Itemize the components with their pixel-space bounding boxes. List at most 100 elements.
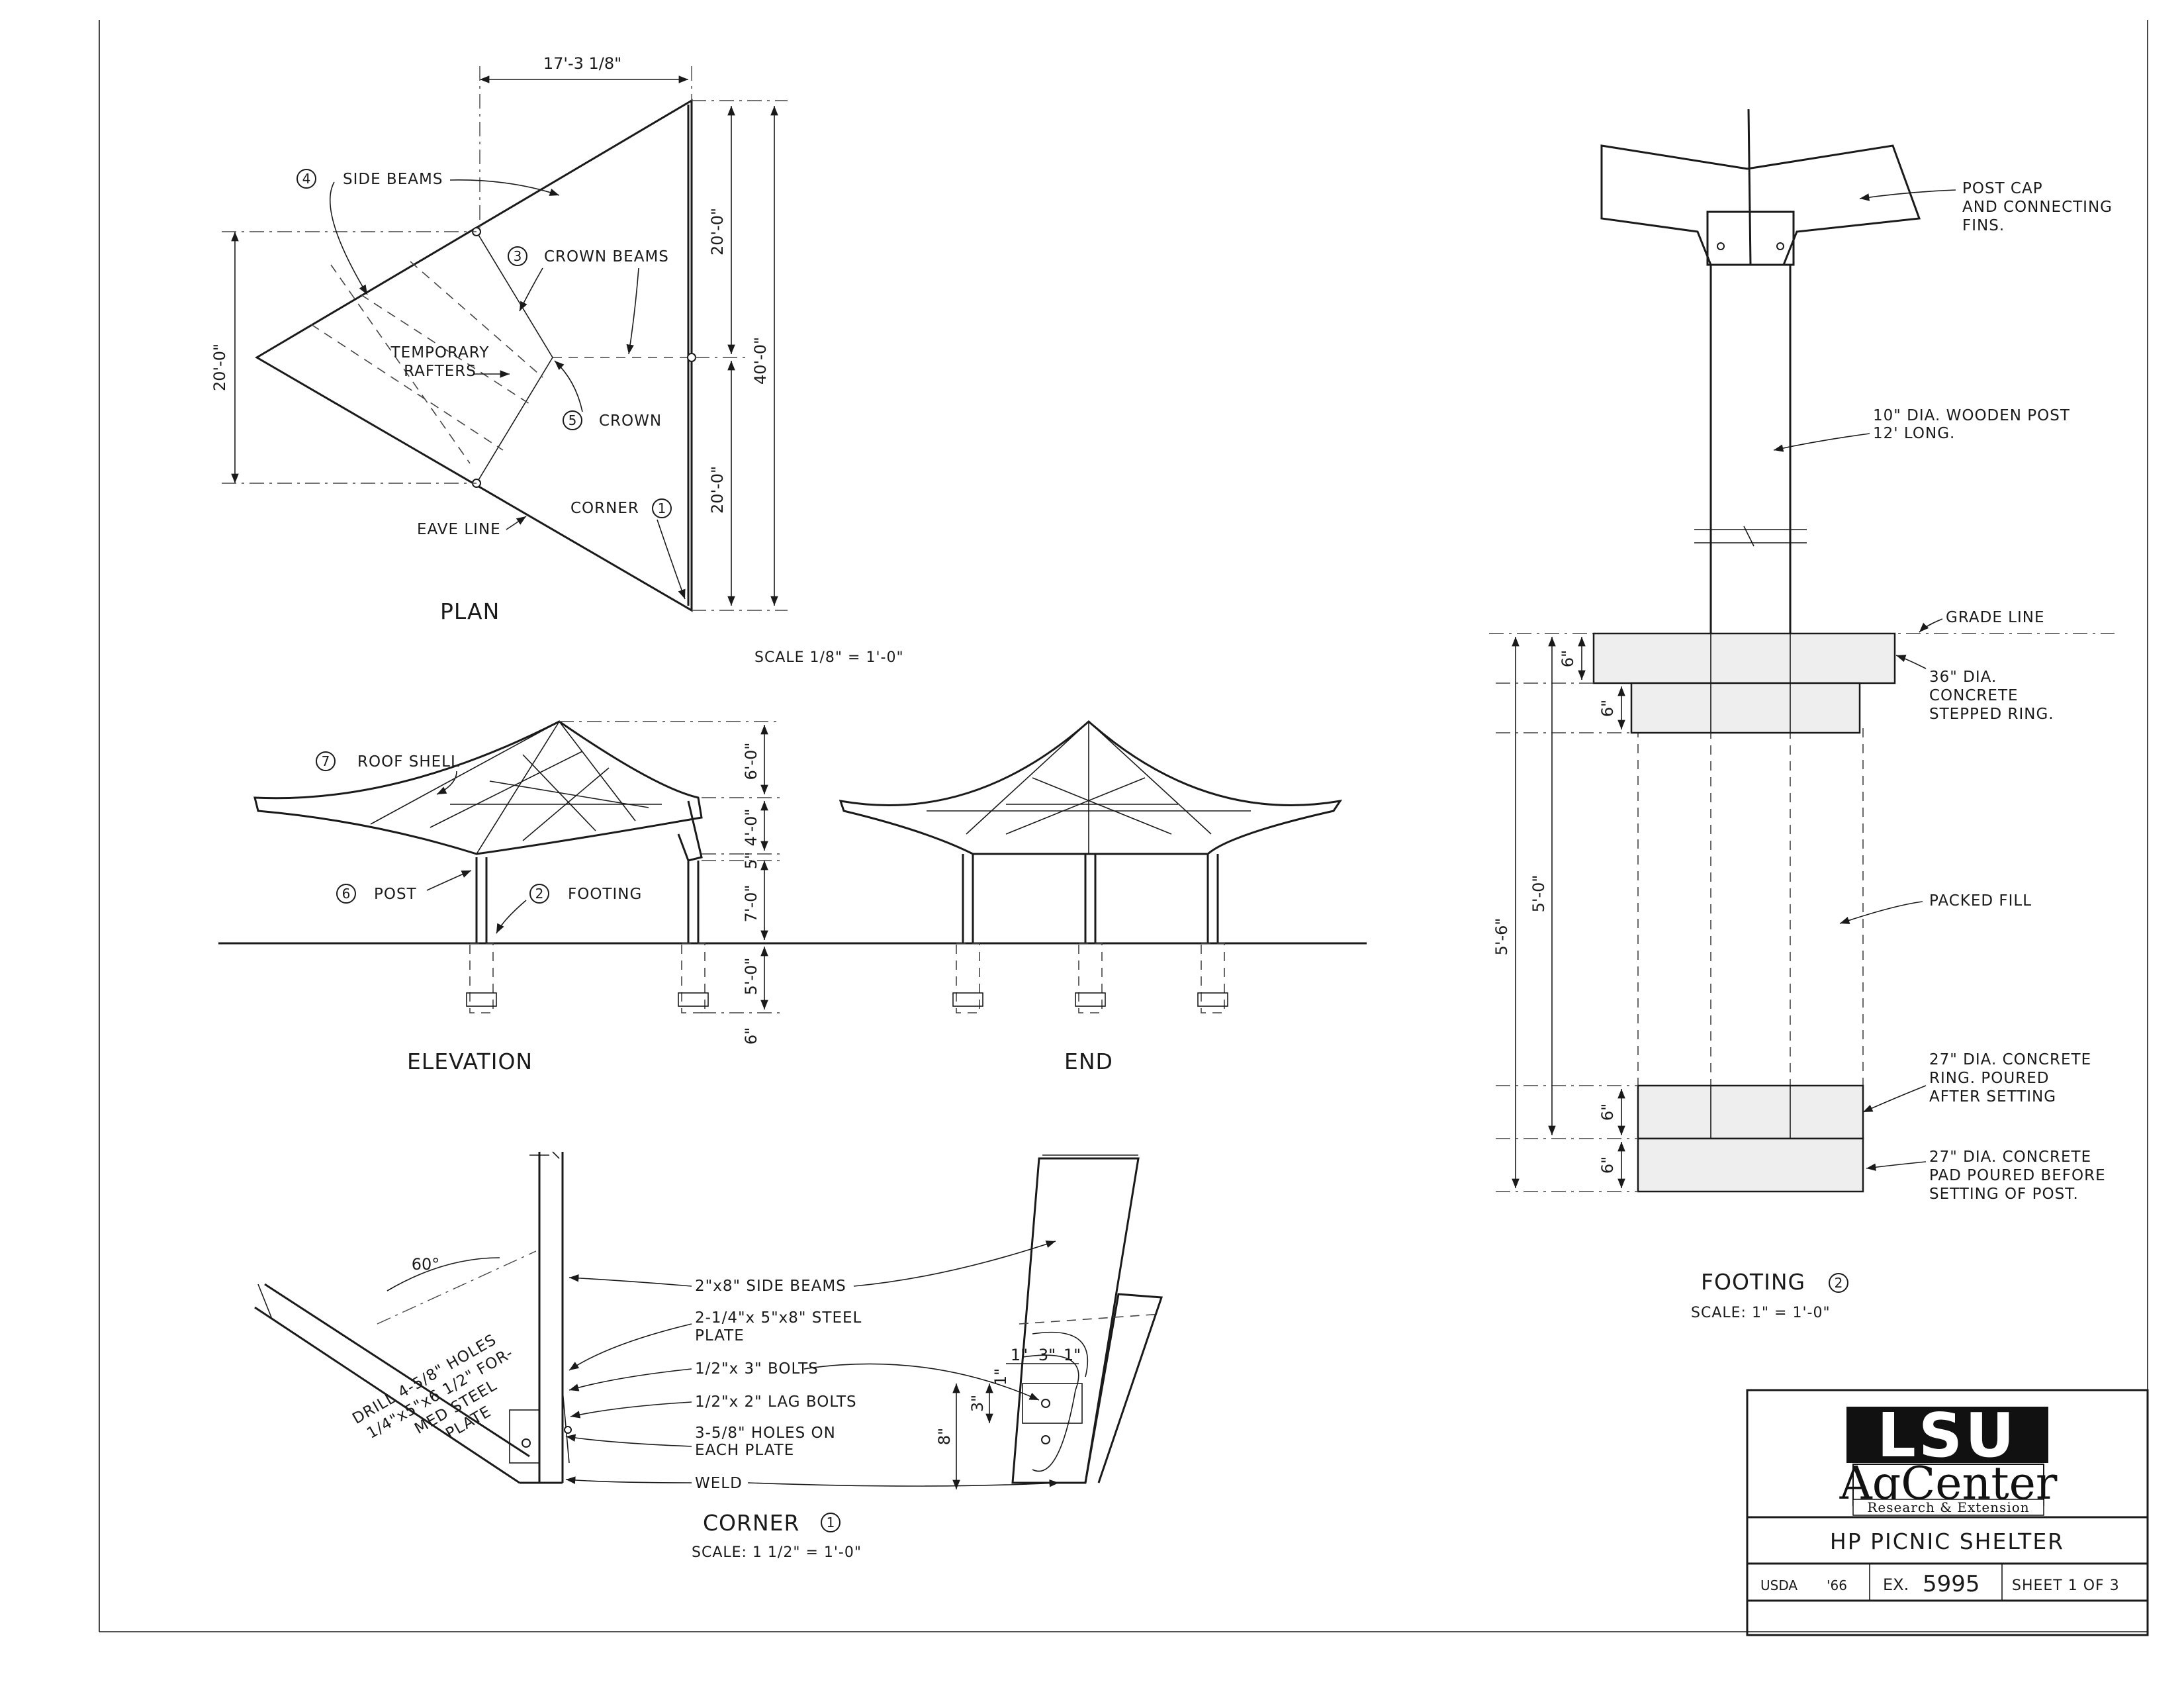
corner-label-weld: WELD [695, 1475, 743, 1492]
footing-stepped-ring-top [1592, 632, 1896, 684]
footing-dim-pad: 6" [1598, 1156, 1617, 1174]
elevation-label-footing: FOOTING [568, 886, 642, 903]
corner-dim-d1: 1" [1011, 1346, 1028, 1364]
project-title: HP PICNIC SHELTER [1830, 1528, 2064, 1554]
plan-callout-crown-beams: 3 [514, 248, 522, 264]
footing-stepped-ring-step [1630, 682, 1861, 734]
footing-label-pad-1: 27" DIA. CONCRETE [1929, 1149, 2091, 1166]
elevation-dim-3: 5" [742, 852, 760, 869]
elevation-callout-footing: 2 [535, 886, 544, 902]
footing-label-fill: PACKED FILL [1929, 892, 2032, 910]
lsu-agcenter-logo: LSU AgCenter Research & Extension [1839, 1400, 2058, 1516]
footing-dim-inner: 5'-0" [1529, 875, 1548, 913]
title-block: LSU AgCenter Research & Extension HP PIC… [1746, 1389, 2149, 1636]
elevation-dim-6: 6" [742, 1027, 760, 1045]
footing-ring-after-setting [1637, 1084, 1864, 1140]
plan-callout-side-beams: 4 [302, 171, 311, 187]
corner-dim-v3: 8" [935, 1428, 954, 1445]
corner-label-side-beams: 2"x8" SIDE BEAMS [695, 1278, 846, 1295]
footing-label-pad-2: PAD POURED BEFORE [1929, 1167, 2106, 1184]
corner-title: CORNER [703, 1510, 799, 1536]
corner-angle: 60° [412, 1255, 440, 1274]
corner-label-holes-2: EACH PLATE [695, 1442, 794, 1459]
footing-dim-ring-low: 6" [1598, 1103, 1617, 1121]
corner-label-bolts: 1/2"x 3" BOLTS [695, 1360, 819, 1378]
footing-label-ring-after-2: RING. POURED [1929, 1070, 2049, 1087]
elevation-title: ELEVATION [407, 1049, 533, 1074]
title-block-ex-number: 5995 [1923, 1571, 1980, 1597]
footing-label-ring-after-1: 27" DIA. CONCRETE [1929, 1051, 2091, 1068]
plan-dim-right-total: 40'-0" [751, 337, 770, 385]
footing-label-post-cap-2: AND CONNECTING [1962, 199, 2113, 216]
title-block-sheet: SHEET 1 OF 3 [2012, 1577, 2120, 1594]
footing-label-grade-line: GRADE LINE [1946, 609, 2045, 626]
elevation-dim-1: 6'-0" [742, 743, 760, 780]
elevation-label-post: POST [374, 886, 417, 903]
corner-label-holes-1: 3-5/8" HOLES ON [695, 1425, 836, 1442]
footing-callout: 2 [1835, 1275, 1843, 1291]
footing-label-post-cap-3: FINS. [1962, 217, 2005, 234]
footing-post-cap [1600, 144, 1921, 266]
footing-label-post-cap-1: POST CAP [1962, 180, 2043, 197]
elevation-dim-5: 5'-0" [742, 958, 760, 996]
corner-dim-d3: 1" [1064, 1346, 1081, 1364]
footing-scale: SCALE: 1" = 1'-0" [1691, 1305, 1831, 1321]
footing-pad-before-setting [1637, 1137, 1864, 1193]
sheet-border [99, 20, 2148, 1632]
elevation-view: 6'-0" 4'-0" 5" 7'-0" 5'-0" 6" 7 ROOF SHE… [218, 720, 1367, 1074]
title-block-year: '66 [1827, 1577, 1847, 1593]
end-roof-shell [839, 720, 1343, 855]
plan-scale: SCALE 1/8" = 1'-0" [754, 649, 904, 666]
footing-title: FOOTING [1701, 1269, 1805, 1295]
corner-callout: 1 [827, 1515, 835, 1530]
plan-crown-beam-upper [476, 231, 553, 358]
footing-dim-ring-step: 6" [1598, 700, 1617, 717]
footing-dim-ring-top: 6" [1559, 650, 1577, 667]
elevation-roof-shell [253, 720, 703, 855]
plan-callout-corner: 1 [658, 500, 666, 516]
footing-label-ring-1: 36" DIA. [1929, 669, 1997, 686]
corner-label-steel-plate-1: 2-1/4"x 5"x8" STEEL [695, 1309, 862, 1327]
elevation-callout-roof-shell: 7 [322, 753, 330, 769]
elevation-label-roof-shell: ROOF SHELL [357, 753, 460, 771]
footing-dim-total: 5'-6" [1492, 918, 1511, 956]
elevation-callout-post: 6 [342, 886, 351, 902]
footing-label-ring-3: STEPPED RING. [1929, 706, 2054, 723]
plan-label-side-beams: SIDE BEAMS [343, 171, 443, 188]
plan-view: 17'-3 1/8" 20'-0" 20'-0" 20'-0" 40'-0" 4… [210, 54, 904, 666]
end-view: END [839, 720, 1343, 1074]
plan-label-temporary-rafters-1: TEMPORARY [390, 344, 490, 361]
title-block-ex-label: EX. [1883, 1575, 1909, 1594]
logo-subtitle-text: Research & Extension [1867, 1499, 2029, 1515]
plan-label-eave-line: EAVE LINE [417, 521, 501, 538]
plan-label-temporary-rafters-2: RAFTERS [404, 363, 477, 380]
plan-dim-right-upper: 20'-0" [708, 208, 727, 256]
corner-label-lag-bolts: 1/2"x 2" LAG BOLTS [695, 1393, 857, 1411]
corner-post-perspective [1011, 1157, 1140, 1484]
plan-callout-crown: 5 [569, 412, 577, 428]
footing-label-post-2: 12' LONG. [1873, 425, 1955, 442]
footing-detail: 5'-6" 5'-0" 6" 6" 6" 6" POST CAP AND CON… [1489, 109, 2115, 1321]
elevation-dim-2: 4'-0" [742, 809, 760, 847]
plan-label-corner: CORNER [570, 500, 639, 517]
footing-label-pad-3: SETTING OF POST. [1929, 1186, 2079, 1203]
plan-label-crown-beams: CROWN BEAMS [544, 248, 669, 265]
footing-label-ring-2: CONCRETE [1929, 687, 2019, 704]
plan-title: PLAN [440, 598, 500, 624]
plan-dim-right-lower: 20'-0" [708, 466, 727, 514]
plan-dim-left: 20'-0" [210, 344, 229, 391]
footing-label-post-1: 10" DIA. WOODEN POST [1873, 407, 2070, 424]
corner-label-steel-plate-2: PLATE [695, 1327, 745, 1344]
title-block-agency: USDA [1760, 1577, 1797, 1593]
plan-label-crown: CROWN [599, 412, 662, 430]
plan-dim-top: 17'-3 1/8" [543, 54, 621, 73]
footing-label-ring-after-3: AFTER SETTING [1929, 1088, 2056, 1105]
corner-scale: SCALE: 1 1/2" = 1'-0" [692, 1544, 862, 1561]
end-title: END [1064, 1049, 1113, 1074]
corner-detail: 60° DRILL 4-5/8" HOLES 1/4"x5"x6 1/2" FO… [254, 1151, 1163, 1561]
elevation-dim-4: 7'-0" [742, 885, 760, 923]
plan-crown-beam-lower [476, 357, 553, 484]
corner-dim-d2: 3" [1038, 1346, 1056, 1364]
logo-lsu-text: LSU [1877, 1400, 2017, 1471]
